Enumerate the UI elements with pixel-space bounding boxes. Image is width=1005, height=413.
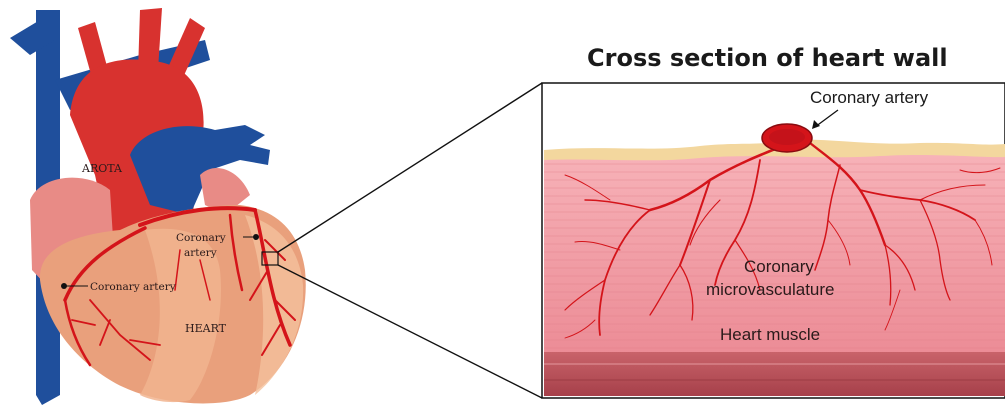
bottom-band bbox=[544, 352, 1005, 396]
coronary-artery-label: Coronary artery bbox=[810, 88, 929, 107]
coronary-artery-lumen bbox=[769, 129, 805, 145]
zoom-line-top bbox=[278, 83, 542, 252]
microvasculature-label-1: Coronary bbox=[744, 257, 814, 276]
heart-muscle-label: Heart muscle bbox=[720, 325, 820, 344]
heart-illustration: AROTA Coronary artery Coronary artery HE… bbox=[10, 8, 306, 405]
coronary-upper-label-2: artery bbox=[184, 247, 217, 259]
aorta-label: AROTA bbox=[81, 162, 123, 175]
zoom-line-bottom bbox=[278, 265, 542, 398]
coronary-upper-label-1: Coronary bbox=[176, 232, 226, 244]
heart-label: HEART bbox=[185, 322, 227, 335]
coronary-left-label: Coronary artery bbox=[90, 281, 176, 293]
pulmonary-artery bbox=[130, 125, 270, 215]
cross-section-panel: Coronary artery Coronary microvasculatur… bbox=[542, 83, 1005, 398]
diagram-title: Cross section of heart wall bbox=[587, 44, 948, 72]
microvasculature-label-2: microvasculature bbox=[706, 280, 835, 299]
